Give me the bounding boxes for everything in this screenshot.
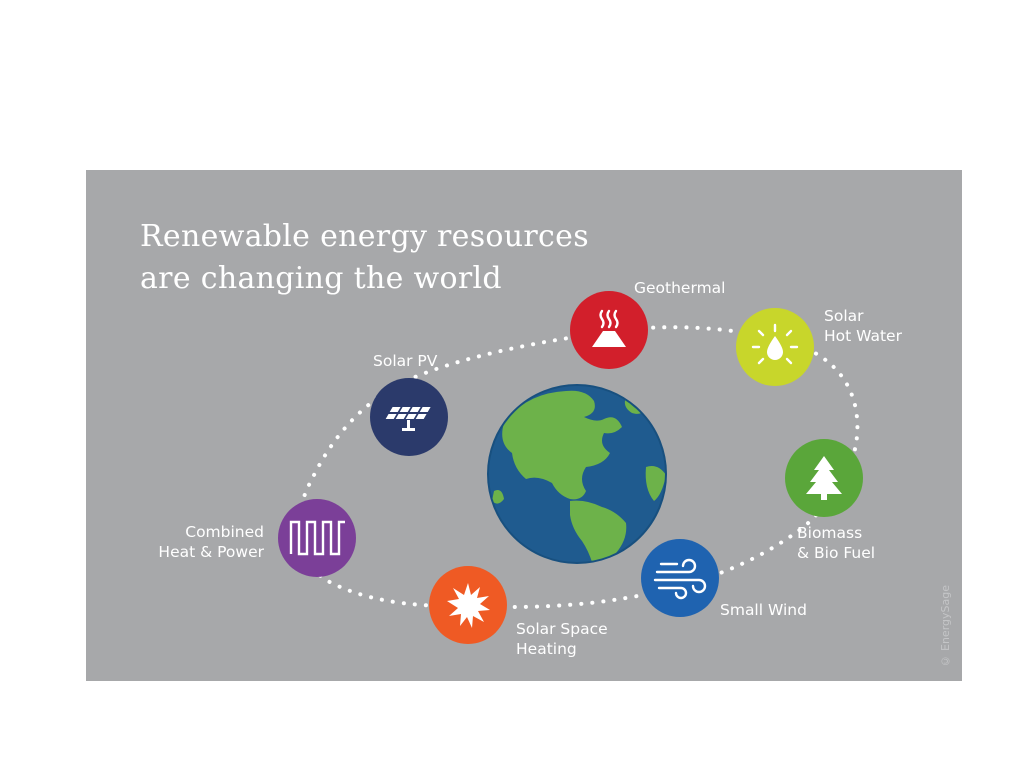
- geothermal-label: Geothermal: [634, 279, 726, 297]
- biomass-line-1: Biomass: [797, 524, 863, 542]
- chp-line-1: Combined: [185, 523, 264, 541]
- wind-icon: [653, 558, 707, 600]
- orbit-path: [295, 325, 860, 609]
- solar-hot-water-node: [736, 308, 814, 386]
- solar-space-heating-line-1: Solar Space: [516, 620, 608, 638]
- small-wind-node: [641, 539, 719, 617]
- solar-space-heating-label: Solar Space Heating: [516, 619, 608, 659]
- biomass-node: [785, 439, 863, 517]
- solar-pv-label: Solar PV: [373, 352, 438, 370]
- earth-globe-icon: [487, 384, 667, 564]
- chp-label: Combined Heat & Power: [146, 522, 264, 562]
- chp-line-2: Heat & Power: [158, 543, 264, 561]
- pine-tree-icon: [806, 456, 842, 500]
- solar-pv-node: [370, 378, 448, 456]
- infographic-title: Renewable energy resources are changing …: [140, 216, 589, 300]
- title-line-1: Renewable energy resources: [140, 219, 589, 254]
- solar-space-heating-line-2: Heating: [516, 640, 577, 658]
- biomass-label: Biomass & Bio Fuel: [797, 523, 875, 563]
- solar-hot-water-label: Solar Hot Water: [824, 306, 902, 346]
- solar-hot-water-line-2: Hot Water: [824, 327, 902, 345]
- volcano-heat-icon: [592, 309, 626, 347]
- starburst-icon: [447, 583, 490, 628]
- geothermal-node: [570, 291, 648, 369]
- biomass-line-2: & Bio Fuel: [797, 544, 876, 562]
- solar-panel-icon: [385, 407, 431, 431]
- square-wave-icon: [289, 520, 345, 556]
- small-wind-label: Small Wind: [720, 601, 807, 619]
- title-line-2: are changing the world: [140, 261, 502, 296]
- sun-water-drop-icon: [751, 323, 799, 365]
- solar-space-heating-node: [429, 566, 507, 644]
- chp-node: [278, 499, 356, 577]
- infographic-panel: Renewable energy resources are changing …: [86, 170, 962, 681]
- solar-hot-water-line-1: Solar: [824, 307, 864, 325]
- copyright-credit: © EnergySage: [939, 584, 952, 667]
